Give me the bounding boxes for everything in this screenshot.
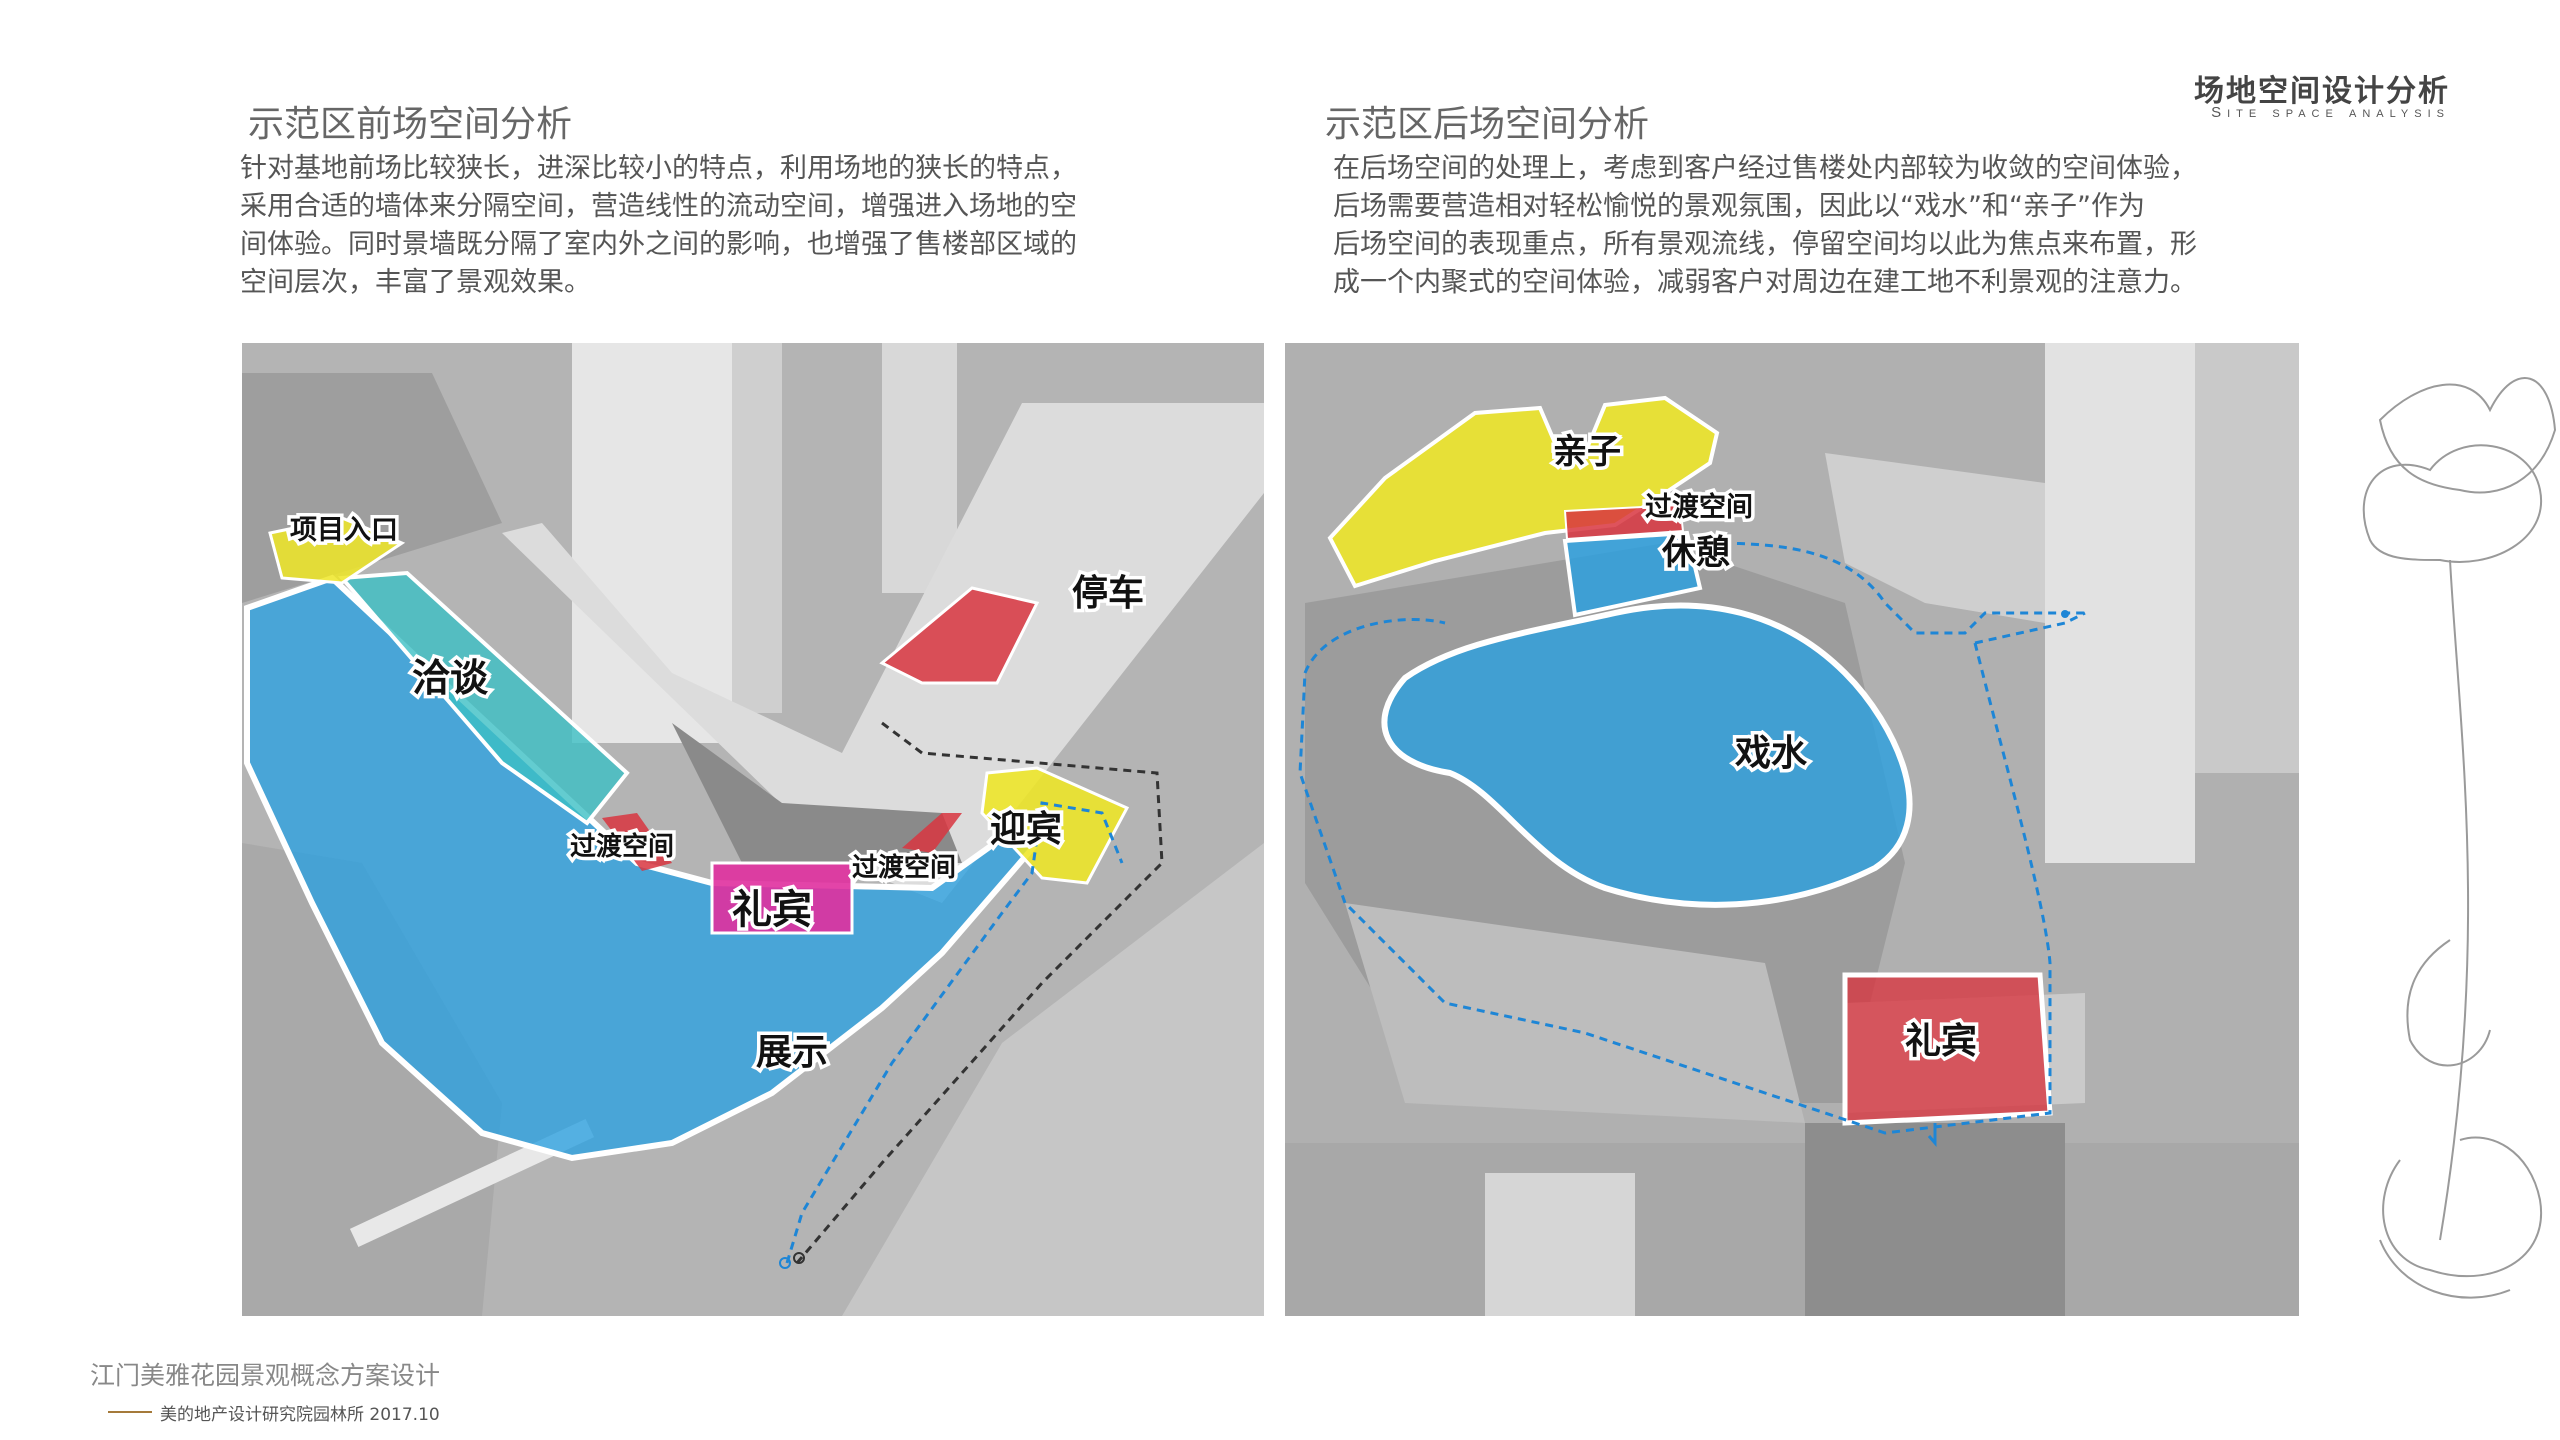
label-water-play: 戏水: [1735, 733, 1808, 774]
back-transition-zone: [1563, 503, 1685, 541]
front-road: [842, 843, 1264, 1316]
label-negotiation: 洽谈: [412, 656, 489, 700]
label-back-vip: 礼宾: [1905, 1021, 1977, 1062]
back-desc-line: 成一个内聚式的空间体验，减弱客户对周边在建工地不利景观的注意力。: [1333, 267, 2197, 298]
label-parking: 停车: [1072, 573, 1144, 614]
back-section-title: 示范区后场空间分析: [1325, 104, 1650, 145]
front-desc-line: 空间层次，丰富了景观效果。: [240, 267, 591, 298]
front-tower-building: [572, 343, 732, 743]
front-vehicle-flow-line: [795, 721, 1164, 1264]
back-water-play-zone: [1381, 602, 1913, 908]
label-transition-2: 过渡空间: [852, 852, 956, 883]
back-site-diagram: 亲子 过渡空间 休憩 戏水 礼宾: [1285, 343, 2299, 1316]
back-pedestrian-flow-line: [1298, 541, 2085, 1135]
footer-project-title: 江门美雅花园景观概念方案设计: [90, 1361, 441, 1390]
back-lower-roof: [1805, 1123, 2065, 1316]
front-flow-start-icon: [779, 1257, 791, 1269]
front-welcome-zone: [980, 766, 1130, 885]
front-path-strip: [349, 1118, 595, 1248]
front-parking-zone: [879, 586, 1040, 685]
footer-divider: [108, 1411, 152, 1413]
front-desc-line: 针对基地前场比较狭长，进深比较小的特点，利用场地的狭长的特点，: [240, 153, 1077, 184]
back-desc-line: 后场空间的表现重点，所有景观流线，停留空间均以此为焦点来布置，形: [1333, 229, 2197, 260]
back-section-description: 在后场空间的处理上，考虑到客户经过售楼处内部较为收敛的空间体验， 后场需要营造相…: [1333, 150, 2197, 302]
back-desc-line: 在后场空间的处理上，考虑到客户经过售楼处内部较为收敛的空间体验，: [1333, 153, 2197, 184]
front-section-title: 示范区前场空间分析: [248, 104, 573, 145]
front-tower-right: [882, 343, 957, 593]
label-welcome: 迎宾: [990, 809, 1062, 850]
front-tower-shadow: [732, 343, 782, 713]
front-transition-zone-1: [602, 813, 672, 871]
label-family: 亲子: [1553, 432, 1621, 472]
back-tower-side: [2195, 343, 2299, 773]
front-vip-zone: [710, 861, 854, 935]
label-back-transition: 过渡空间: [1645, 491, 1753, 523]
back-desc-line: 后场需要营造相对轻松愉悦的景观氛围，因此以“戏水”和“亲子”作为: [1333, 191, 2145, 222]
back-lower-buildings: [1285, 1143, 2299, 1316]
front-sales-building: [502, 403, 1264, 903]
label-transition-1: 过渡空间: [570, 831, 674, 862]
header-subtitle: Site space analysis: [2211, 104, 2450, 121]
back-flow-arrow-icon: [1927, 1123, 1937, 1148]
back-rest-zone: [1562, 530, 1703, 618]
label-display: 展示: [756, 1032, 828, 1073]
front-site-plan: 项目入口 洽谈 停车 过渡空间 礼宾 过渡空间 迎宾 展示: [242, 343, 1264, 1316]
back-lower-block: [1485, 1173, 1635, 1316]
back-tower-building: [2045, 343, 2195, 863]
label-entrance: 项目入口: [290, 515, 398, 546]
back-plaza: [1825, 453, 2045, 623]
label-vip: 礼宾: [732, 887, 812, 933]
front-site-diagram: 项目入口 洽谈 停车 过渡空间 礼宾 过渡空间 迎宾 展示: [242, 343, 1264, 1316]
front-transition-zone-2: [902, 813, 962, 853]
decorative-flower-illustration: [2362, 377, 2557, 1299]
back-site-plan: 亲子 过渡空间 休憩 戏水 礼宾: [1285, 343, 2299, 1316]
back-flow-node-icon: [2061, 610, 2069, 618]
header-title: 场地空间设计分析: [2194, 74, 2450, 109]
front-desc-line: 间体验。同时景墙既分隔了室内外之间的影响，也增强了售楼部区域的: [240, 229, 1077, 260]
front-section-description: 针对基地前场比较狭长，进深比较小的特点，利用场地的狭长的特点， 采用合适的墙体来…: [240, 150, 1077, 302]
front-building-roof: [672, 723, 962, 863]
back-lawn: [1345, 903, 1805, 1123]
back-family-zone: [1327, 395, 1720, 589]
front-negotiation-zone: [337, 570, 630, 826]
front-desc-line: 采用合适的墙体来分隔空间，营造线性的流动空间，增强进入场地的空: [240, 191, 1077, 222]
back-flow-branch: [1974, 611, 2086, 645]
front-pedestrian-flow-line: [785, 801, 1124, 1264]
label-rest: 休憩: [1661, 533, 1730, 573]
front-flow-start-icon: [793, 1252, 805, 1264]
footer-organization: 美的地产设计研究院园林所 2017.10: [160, 1405, 440, 1425]
front-entrance-zone: [268, 516, 406, 585]
